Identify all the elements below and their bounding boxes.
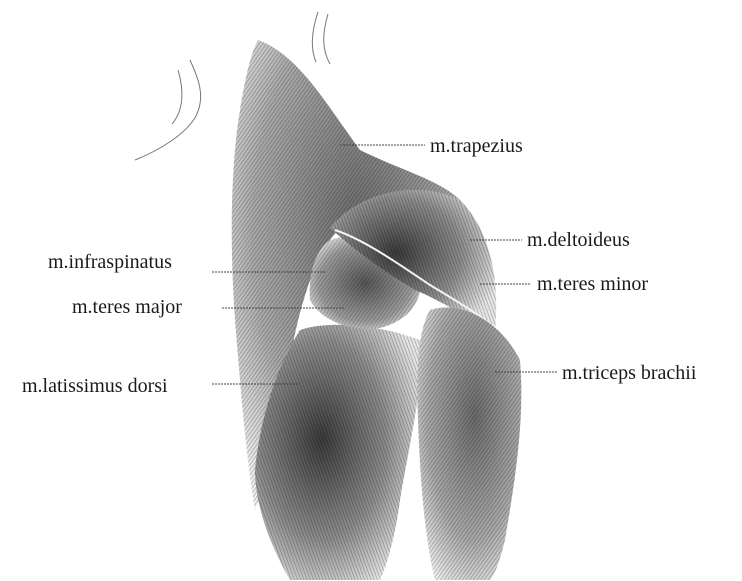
label-teres-major: m.teres major <box>72 296 182 318</box>
triceps-brachii-muscle <box>417 307 521 580</box>
label-trapezius: m.trapezius <box>430 135 523 157</box>
label-infraspinatus: m.infraspinatus <box>48 251 172 273</box>
label-triceps-brachii: m.triceps brachii <box>562 362 697 384</box>
label-deltoideus: m.deltoideus <box>527 229 630 251</box>
label-teres-minor: m.teres minor <box>537 273 648 295</box>
label-latissimus-dorsi: m.latissimus dorsi <box>22 375 168 397</box>
